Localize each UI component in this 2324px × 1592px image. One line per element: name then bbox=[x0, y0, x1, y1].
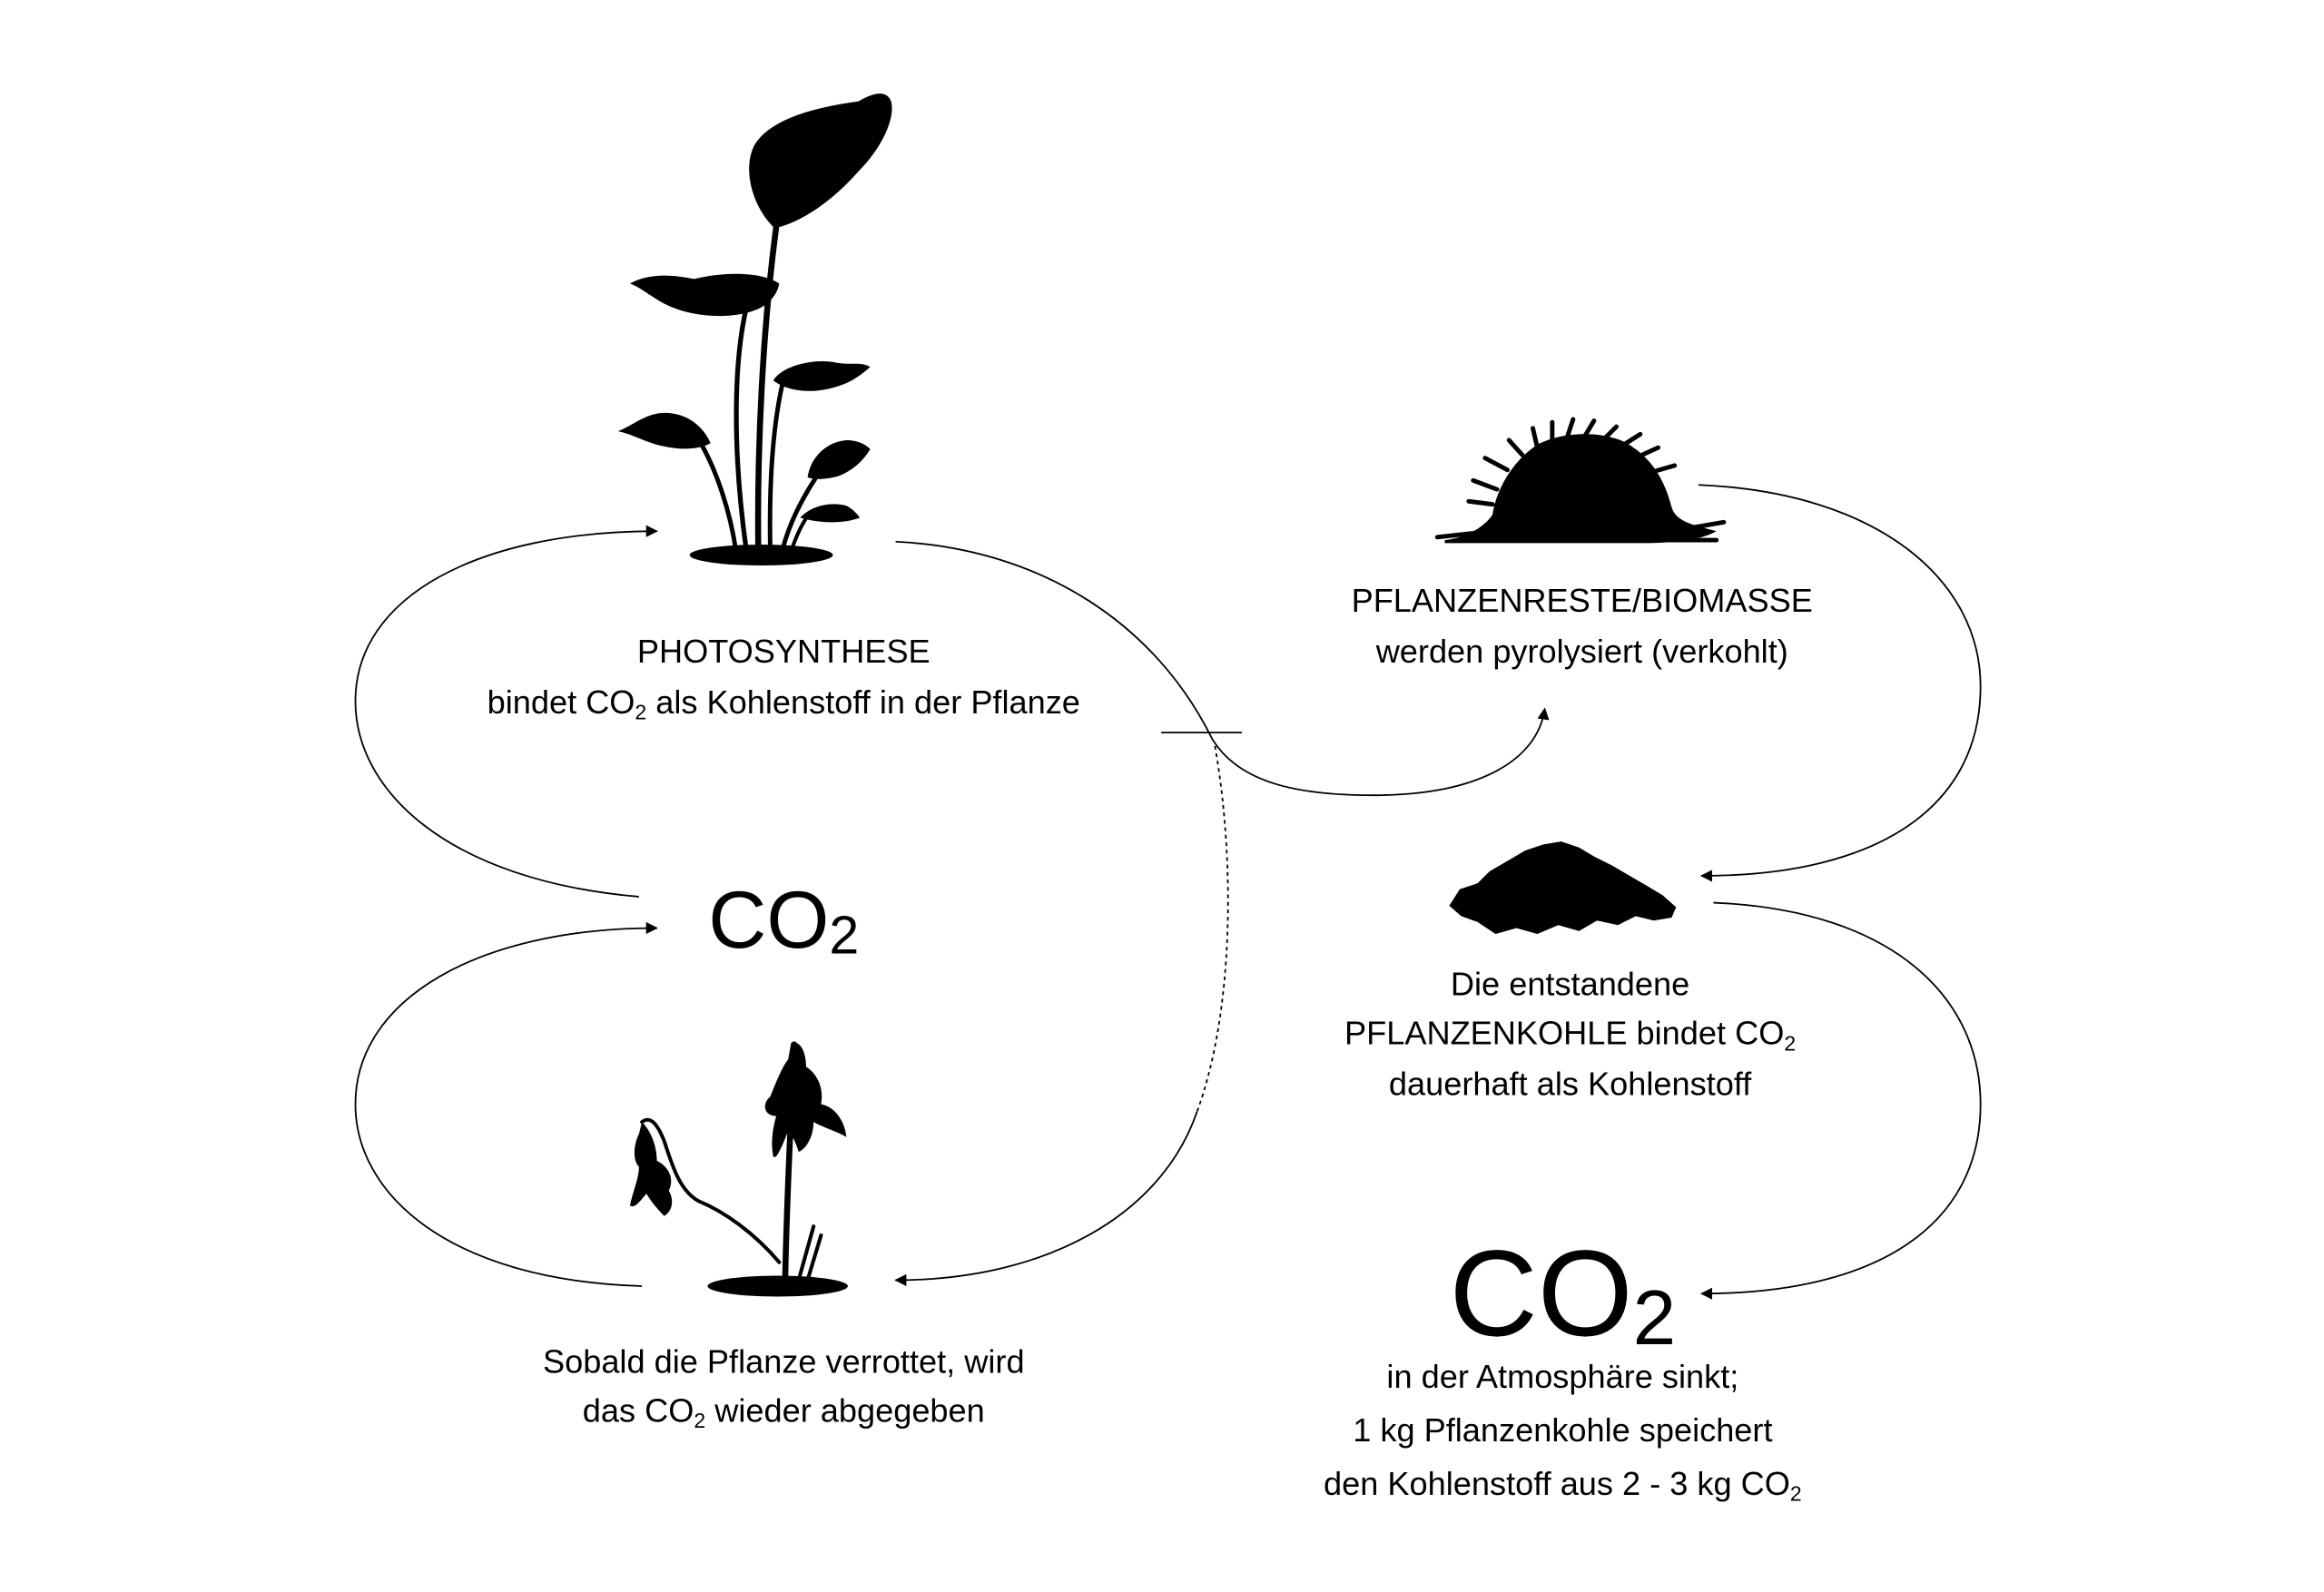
biomass-twig bbox=[1506, 437, 1525, 457]
decay-line-2-pre: das CO bbox=[583, 1392, 694, 1430]
co2-atmosphere-line-3-subscript: 2 bbox=[1790, 1482, 1802, 1506]
biomass-description: werden pyrolysiert (verkohlt) bbox=[1375, 633, 1788, 670]
co2-label-main: CO bbox=[708, 875, 829, 965]
biomass-twig bbox=[1651, 463, 1678, 474]
plant-stem bbox=[780, 477, 818, 554]
arrow-to-wilted-plant bbox=[894, 1111, 1198, 1287]
wilted-flower-top bbox=[764, 1042, 847, 1157]
plant-stem bbox=[734, 305, 749, 554]
wilted-plant-ground-shadow bbox=[707, 1275, 848, 1297]
co2-atmosphere-subscript: 2 bbox=[1633, 1275, 1677, 1361]
co2-atmosphere-line-1: in der Atmosphäre sinkt; bbox=[1386, 1358, 1738, 1395]
co2-label-subscript: 2 bbox=[829, 904, 859, 965]
photosynthesis-description-post: als Kohlenstoff in der Pflanze bbox=[646, 683, 1080, 721]
co2-label: CO2 bbox=[708, 875, 859, 966]
biomass-twig bbox=[1466, 498, 1495, 507]
biomass-title: PFLANZENRESTE/BIOMASSE bbox=[1352, 582, 1813, 619]
wilted-grass-blade bbox=[805, 1233, 823, 1282]
wilted-flower-hanging bbox=[629, 1122, 673, 1216]
plant-ground-shadow bbox=[689, 545, 833, 566]
plant-leaf bbox=[807, 439, 871, 479]
biochar-line-3: dauerhaft als Kohlenstoff bbox=[1389, 1066, 1752, 1103]
co2-atmosphere-label: CO2 bbox=[1450, 1224, 1677, 1361]
decay-line-1: Sobald die Pflanze verrottet, wird bbox=[543, 1342, 1025, 1380]
arrow-decay-to-co2 bbox=[354, 921, 658, 1287]
photosynthesis-description-pre: bindet CO bbox=[487, 683, 635, 721]
co2-atmosphere-line-2: 1 kg Pflanzenkohle speichert bbox=[1353, 1411, 1772, 1449]
dashed-path-to-decay bbox=[1196, 745, 1229, 1112]
wilted-plant-icon bbox=[629, 1041, 848, 1297]
plant-icon bbox=[617, 93, 892, 566]
co2-atmosphere-main: CO bbox=[1450, 1224, 1633, 1361]
arrow-biomass-to-biochar bbox=[1698, 484, 1982, 882]
plant-leaf-top bbox=[749, 93, 892, 229]
biomass-twig bbox=[1669, 519, 1727, 534]
biomass-twig bbox=[1434, 528, 1495, 540]
biomass-twig bbox=[1601, 424, 1620, 441]
biomass-pile-icon bbox=[1434, 417, 1727, 544]
biomass-twig bbox=[1564, 417, 1576, 440]
biochar-line-2-subscript: 2 bbox=[1784, 1031, 1796, 1055]
arrow-biochar-to-co2-sink bbox=[1699, 901, 1982, 1300]
decay-line-2: das CO2 wieder abgegeben bbox=[583, 1392, 985, 1433]
biomass-twig bbox=[1531, 426, 1540, 450]
biomass-twigs bbox=[1434, 417, 1727, 543]
biomass-twig bbox=[1640, 445, 1661, 457]
wilted-plant-stem-drooping bbox=[640, 1117, 782, 1264]
plant-leaf bbox=[773, 361, 871, 391]
charcoal-pile-icon bbox=[1449, 841, 1677, 935]
arrow-co2-to-plant bbox=[354, 525, 658, 898]
plant-stem bbox=[767, 382, 785, 554]
plant-stem-main bbox=[754, 223, 780, 555]
photosynthesis-description-subscript: 2 bbox=[635, 700, 646, 723]
charcoal-mound bbox=[1449, 841, 1677, 935]
biochar-line-1: Die entstandene bbox=[1451, 965, 1689, 1002]
plant-leaf bbox=[629, 273, 780, 317]
photosynthesis-description: bindet CO2 als Kohlenstoff in der Pflanz… bbox=[487, 683, 1080, 724]
biochar-line-2: PFLANZENKOHLE bindet CO2 bbox=[1344, 1015, 1796, 1056]
biomass-twig bbox=[1621, 431, 1643, 447]
plant-leaf bbox=[800, 504, 861, 523]
arrow-plant-to-biomass bbox=[895, 540, 1550, 797]
plant-stem bbox=[699, 442, 739, 554]
biomass-twig bbox=[1471, 477, 1500, 492]
decay-line-2-post: wieder abgegeben bbox=[705, 1392, 985, 1430]
decay-line-2-subscript: 2 bbox=[694, 1409, 705, 1432]
co2-atmosphere-line-3-pre: den Kohlenstoff aus 2 - 3 kg CO bbox=[1324, 1465, 1790, 1502]
biomass-mound bbox=[1444, 434, 1717, 544]
wilted-grass-blade bbox=[796, 1224, 816, 1282]
photosynthesis-title: PHOTOSYNTHESE bbox=[637, 633, 931, 670]
biomass-twig bbox=[1582, 418, 1597, 438]
biochar-line-2-pre: PFLANZENKOHLE bindet CO bbox=[1344, 1015, 1784, 1052]
biomass-twig bbox=[1482, 456, 1511, 473]
plant-leaf bbox=[617, 412, 711, 449]
co2-atmosphere-line-3: den Kohlenstoff aus 2 - 3 kg CO2 bbox=[1324, 1465, 1802, 1506]
